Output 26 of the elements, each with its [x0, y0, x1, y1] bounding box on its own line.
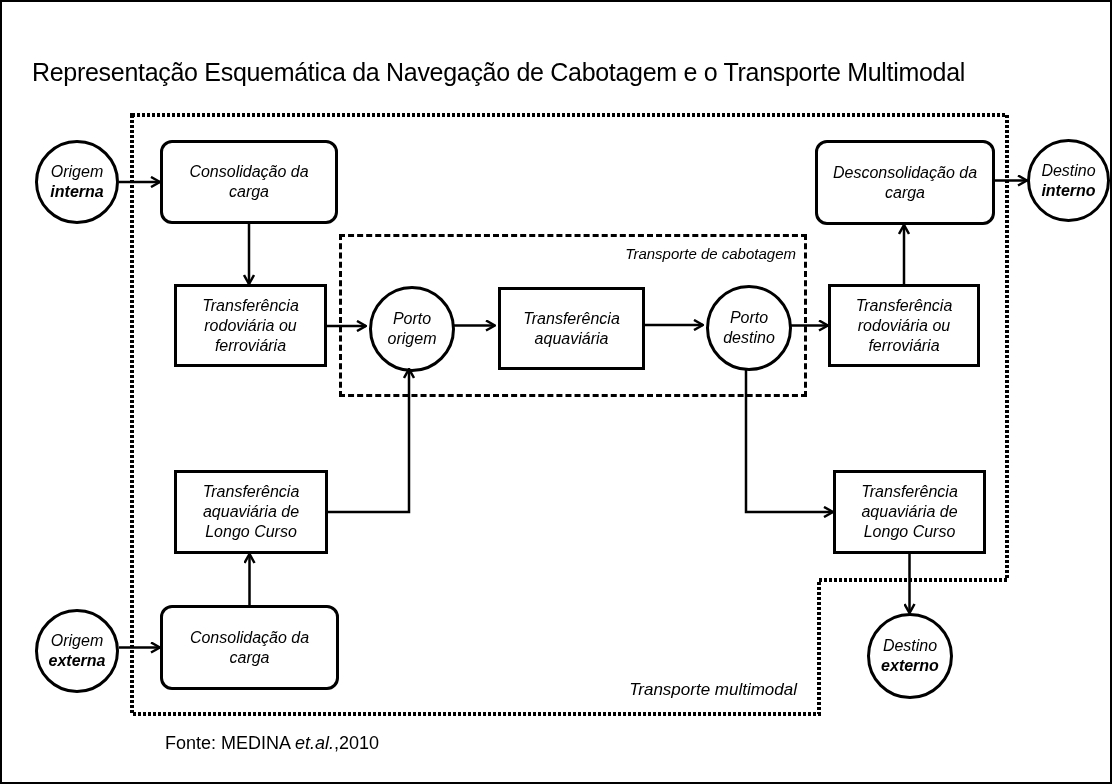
- group-label: Transporte de cabotagem: [625, 244, 796, 264]
- arrow: [995, 174, 1029, 187]
- arrow: [242, 224, 256, 286]
- arrow: [897, 223, 911, 284]
- arrow: [119, 175, 162, 189]
- process-box: Transferência aquaviária de Longo Curso: [833, 470, 986, 554]
- process-box: Transferência aquaviária: [498, 287, 645, 370]
- title: Representação Esquemática da Navegação de Cabotagem e o Transporte Multimodal: [32, 57, 966, 88]
- arrow: [327, 319, 368, 333]
- process-box: Transferência rodoviária ou ferroviária: [828, 284, 980, 367]
- arrow: [789, 319, 830, 332]
- rounded-process-box: Desconsolidação da carga: [815, 140, 995, 225]
- source-caption: Fonte: MEDINA et.al.,2010: [165, 732, 380, 755]
- arrow: [328, 367, 416, 514]
- arrow: [744, 368, 835, 519]
- arrow: [642, 318, 705, 332]
- process-box: Transferência rodoviária ou ferroviária: [174, 284, 327, 367]
- arrow: [119, 641, 162, 654]
- dashed-group-box: [339, 234, 807, 397]
- arrow: [903, 554, 916, 615]
- rounded-process-box: Consolidação da carga: [160, 140, 338, 224]
- arrow: [243, 552, 256, 605]
- rounded-process-box: Consolidação da carga: [160, 605, 339, 690]
- arrow: [452, 319, 497, 332]
- process-box: Transferência aquaviária de Longo Curso: [174, 470, 328, 554]
- region-label: Transporte multimodal: [629, 678, 797, 701]
